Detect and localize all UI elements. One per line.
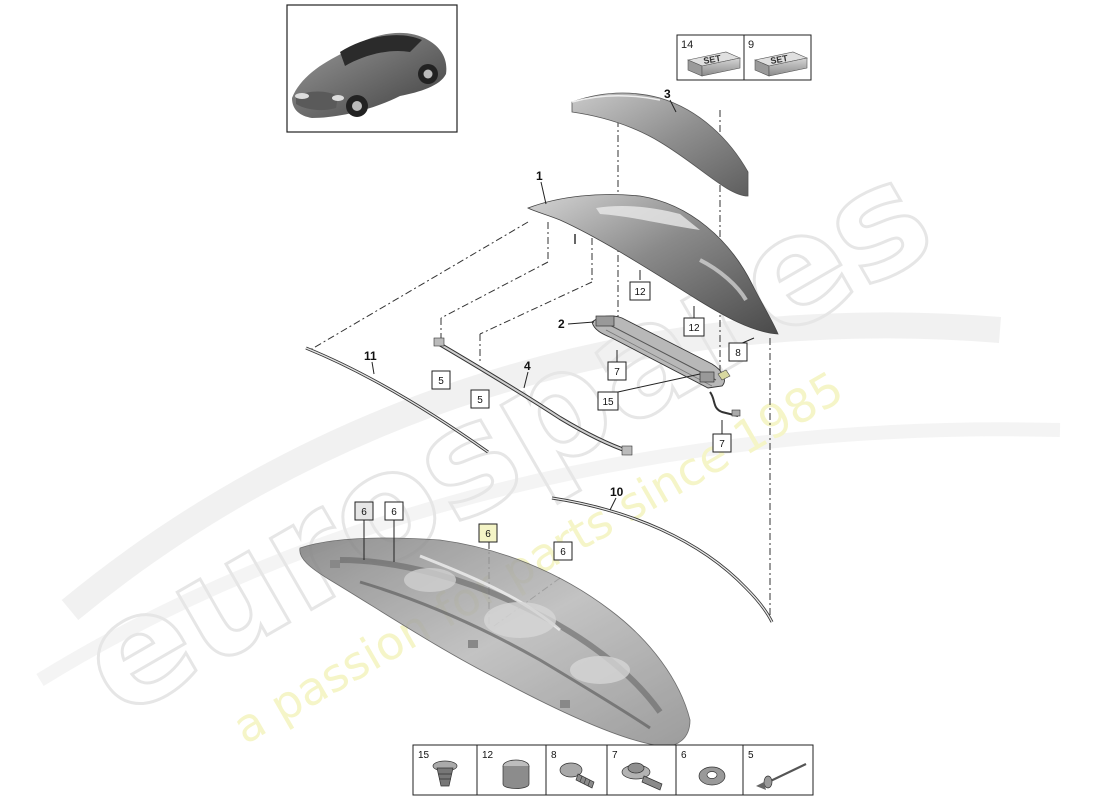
part-label-2: 2 (558, 317, 565, 331)
legend-number: 7 (612, 750, 618, 761)
cap-icon (502, 759, 530, 789)
part-label-10: 10 (610, 485, 624, 499)
callout-15: 15 (597, 391, 619, 411)
svg-text:7: 7 (614, 367, 620, 378)
svg-text:7: 7 (719, 439, 725, 450)
callout-7: 7 (712, 433, 732, 453)
legend-number: 12 (482, 750, 494, 761)
kit-number: 14 (681, 39, 693, 51)
callout-6: 6 (384, 501, 404, 521)
fastener-legend: 15 12 8 7 6 5 (412, 744, 814, 796)
leader-lines (363, 99, 755, 562)
flange-screw-icon (621, 762, 663, 791)
part-label-11: 11 (364, 349, 377, 363)
kit-sets: 14 9 SET SET (676, 34, 812, 81)
callout-8: 8 (728, 342, 748, 362)
callout-6: 6 (354, 501, 374, 521)
nut-icon (698, 766, 726, 786)
svg-text:6: 6 (391, 507, 397, 518)
legend-number: 5 (748, 750, 754, 761)
part-label-1: 1 (536, 169, 543, 183)
svg-text:12: 12 (688, 323, 700, 334)
trim-strip-right (551, 496, 774, 623)
vehicle-thumbnail (286, 4, 458, 133)
callout-5: 5 (431, 370, 451, 390)
seal-strip (433, 337, 633, 456)
callout-5: 5 (470, 389, 490, 409)
screw-icon (559, 762, 595, 789)
trim-strip-left (305, 346, 489, 454)
watermark-swoosh (61, 312, 1002, 621)
part-label-3: 3 (664, 87, 671, 101)
part-labels: 3 1 2 4 11 10 (364, 87, 671, 499)
watermark-swoosh-2 (36, 422, 1061, 686)
legend-number: 15 (418, 750, 430, 761)
tailgate-inner-frame (299, 537, 691, 747)
kit-number: 9 (748, 39, 754, 51)
car-icon (292, 32, 447, 118)
callout-12: 12 (629, 281, 651, 301)
rear-spoiler (571, 92, 749, 197)
svg-text:8: 8 (735, 348, 741, 359)
svg-text:6: 6 (560, 547, 566, 558)
svg-text:15: 15 (602, 397, 614, 408)
svg-text:6: 6 (361, 507, 367, 518)
callout-6: 6 (553, 541, 573, 561)
callout-6: 6 (478, 523, 498, 543)
legend-number: 6 (681, 750, 687, 761)
set-box-icon: SET (687, 51, 741, 77)
rivet-icon (756, 763, 807, 790)
svg-text:6: 6 (485, 529, 491, 540)
svg-text:5: 5 (438, 376, 444, 387)
kit-label: SET (770, 53, 789, 66)
set-box-icon: SET (754, 51, 808, 77)
clip-icon (432, 760, 458, 787)
callout-12: 12 (683, 317, 705, 337)
spoiler-drive-unit (591, 315, 741, 417)
svg-text:12: 12 (634, 287, 646, 298)
tailgate-lid (526, 194, 779, 335)
legend-frame (412, 744, 814, 796)
svg-text:5: 5 (477, 395, 483, 406)
callouts: 12 12 8 7 15 7 5 5 (354, 281, 748, 561)
kit-label: SET (703, 53, 722, 66)
part-label-4: 4 (524, 359, 531, 373)
callout-7: 7 (607, 361, 627, 381)
legend-number: 8 (551, 750, 557, 761)
